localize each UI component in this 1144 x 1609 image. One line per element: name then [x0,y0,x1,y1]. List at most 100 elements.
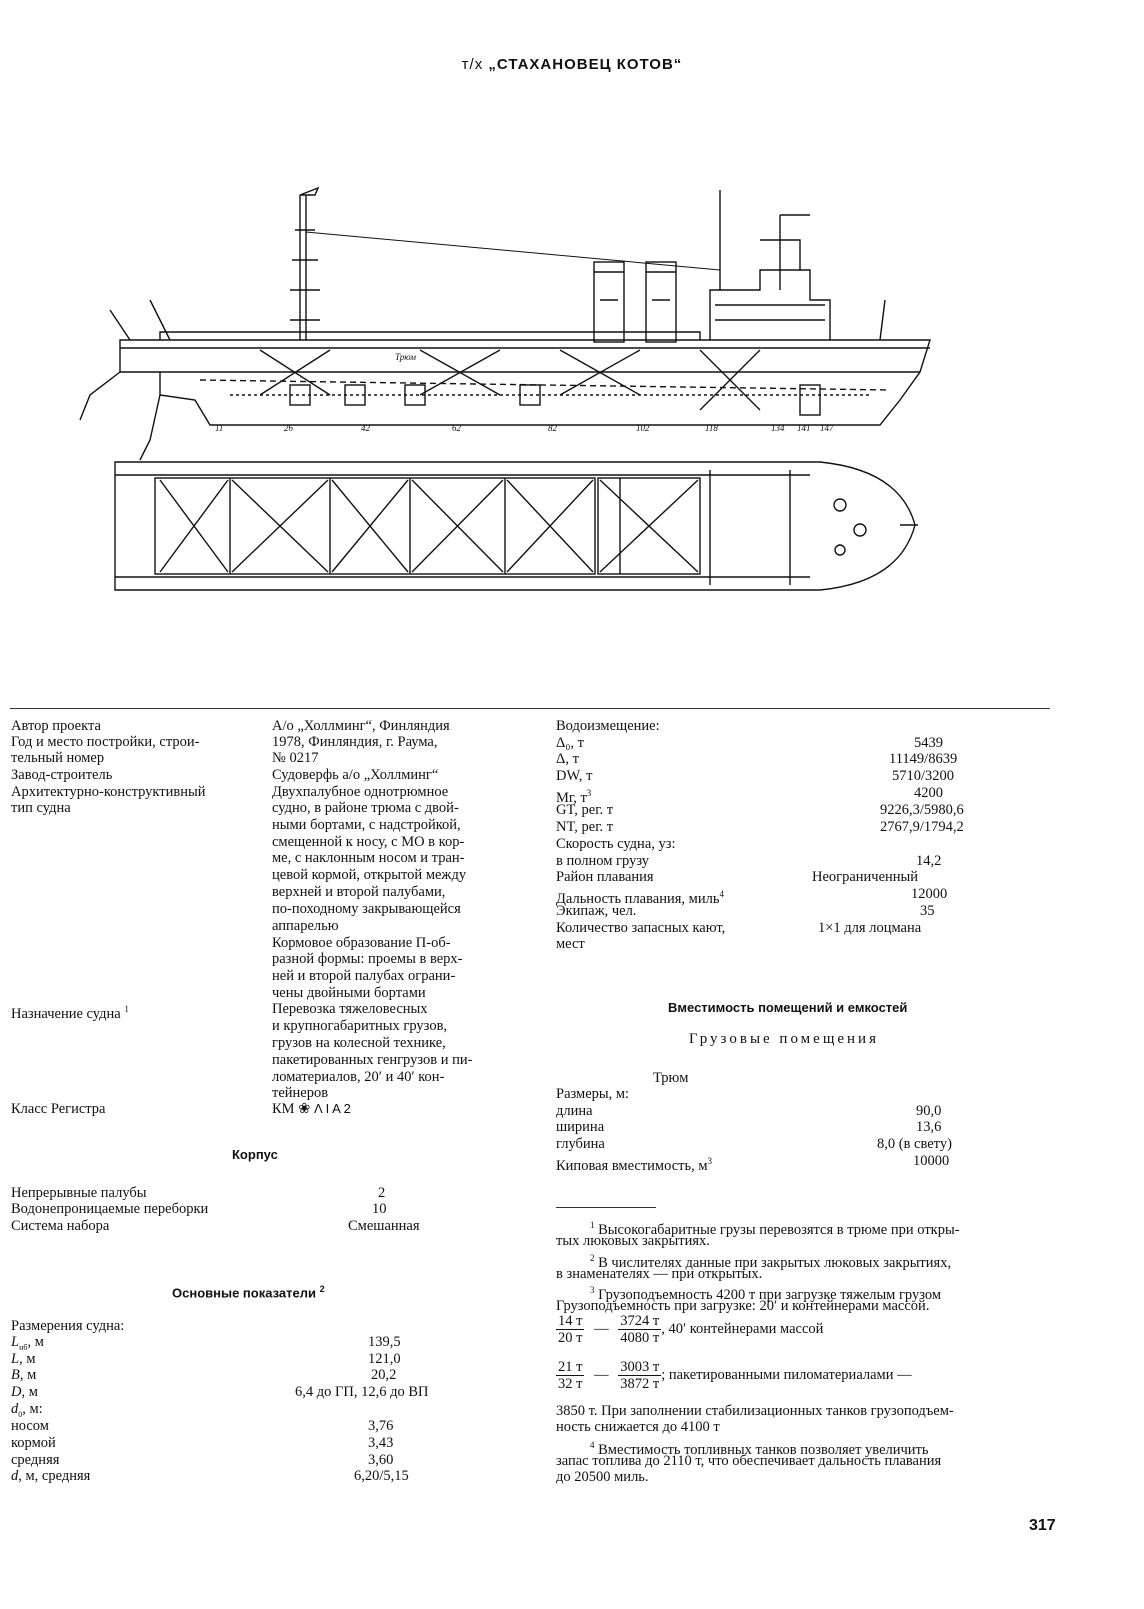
frame-62: 62 [452,423,461,433]
funnel-2 [645,261,677,343]
hold-dims-title: Размеры, м: [556,1086,630,1102]
keel-label: Киповая вместимость, м3 [556,1156,713,1174]
hull-label: Водонепроницаемые переборки [11,1201,209,1217]
footnote-2b: в знаменателях — при открытых. [556,1266,763,1282]
page-title: т/х „СТАХАНОВЕЦ КОТОВ“ [0,56,1144,73]
hull-value: 10 [372,1201,387,1217]
frame-141: 141 [797,423,811,433]
dim-value: 121,0 [368,1351,401,1367]
dim-value: 6,4 до ГП, 12,6 до ВП [295,1384,429,1400]
hold-label: Трюм [395,352,416,362]
disp-title: Водоизмещение: [556,718,660,734]
dim-value: 20,2 [371,1367,397,1383]
footnote-3: 3 Грузоподъемность 4200 т при загрузке т… [590,1285,942,1303]
cabins-label: Количество запасных кают, [556,920,726,936]
type-line: аппарелью [272,918,339,934]
page-number: 317 [1029,1517,1056,1534]
frame-11: 11 [215,423,224,433]
speed-label: в полном грузу [556,853,649,869]
dim-value: 3,43 [368,1435,394,1451]
type-line: ней и второй палубах ограни- [272,968,456,984]
hold-dim-value: 90,0 [916,1103,942,1119]
hold-dim-label: ширина [556,1119,605,1135]
area-label: Район плавания [556,869,654,885]
spec-value: А/о „Холлминг“, Финляндия [272,718,450,734]
hold-dim-value: 13,6 [916,1119,942,1135]
ship-drawing: Трюм [79,186,931,591]
disp-label: GT, рег. т [556,802,614,818]
hold-dim-value: 8,0 (в свету) [877,1136,952,1152]
disp-label: Δ, т [556,751,579,767]
spec-label: тельный номер [11,750,105,766]
frame-42: 42 [361,423,370,433]
spec-value: № 0217 [272,750,319,766]
class-value: КМ ❀ Λ I A 2 [272,1101,351,1117]
cabins-value: 1×1 для лоцмана [818,920,922,936]
hull-value: 2 [378,1185,386,1201]
purpose-label: Назначение судна 1 [11,1004,129,1022]
spec-value: судно, в районе трюма с двой- [272,800,459,816]
type-line: смещенной к носу, с МО в кор- [272,834,465,850]
footnote-1b: тых люковых закрытиях. [556,1233,710,1249]
type-line: верхней и второй палубами, [272,884,446,900]
dim-label: кормой [11,1435,56,1451]
disp-value: 9226,3/5980,6 [880,802,964,818]
footnote-4c: до 20500 миль. [556,1469,649,1485]
register-symbol-icon: ❀ [298,1101,311,1117]
type-line: Кормовое образование П-об- [272,935,451,951]
dim-label: d0, м: [11,1401,43,1419]
cabins-label-2: мест [556,936,585,952]
disp-value: 5439 [914,735,943,751]
type-line: ме, с наклонным носом и тран- [272,850,465,866]
type-line: разной формы: проемы в верх- [272,951,463,967]
section-rule [10,708,1050,709]
spec-label: Автор проекта [11,718,101,734]
dim-label: B, м [11,1367,37,1383]
frame-82: 82 [548,423,557,433]
dim-value: 3,60 [368,1452,394,1468]
disp-label: Mг, т3 [556,788,592,806]
dim-value: 6,20/5,15 [354,1468,409,1484]
spec-value: Двухпалубное однотрюмное [272,784,449,800]
dims-title: Размерения судна: [11,1318,125,1334]
purpose-line: пакетированных генгрузов и пи- [272,1052,473,1068]
funnel-1 [593,261,625,343]
dim-value: 139,5 [368,1334,401,1350]
type-line: цевой кормой, открытой между [272,867,467,883]
frame-26: 26 [284,423,293,433]
main-title: Основные показатели 2 [172,1284,325,1301]
keel-value: 10000 [913,1153,950,1169]
dim-label: носом [11,1418,49,1434]
dim-label: Lнб, м [11,1334,44,1352]
purpose-line: тейнеров [272,1085,329,1101]
hold-title: Трюм [653,1070,689,1086]
footnote-3c: 3850 т. При заполнении стабилизационных … [556,1403,954,1419]
purpose-line: ломатериалов, 20′ и 40′ кон- [272,1069,445,1085]
spec-label: тип судна [11,800,71,816]
hull-title: Корпус [232,1147,278,1162]
purpose-line: Перевозка тяжеловесных [272,1001,428,1017]
disp-value: 5710/3200 [892,768,955,784]
superstructure [709,269,831,340]
footnote-3b: Грузоподъемность при загрузке: 20′ и кон… [556,1298,930,1314]
hull-label: Непрерывные палубы [11,1185,147,1201]
frame-134: 134 [771,423,785,433]
footnote-4b: запас топлива до 2110 т, что обеспечивае… [556,1453,942,1469]
frame-102: 102 [636,423,650,433]
spec-label: Завод-строитель [11,767,113,783]
dim-label: d, м, средняя [11,1468,91,1484]
frame-118: 118 [705,423,718,433]
type-line: по-походному закрывающейся [272,901,461,917]
purpose-line: грузов на колесной технике, [272,1035,446,1051]
hull-profile [119,339,931,426]
spec-value: 1978, Финляндия, г. Раума, [272,734,438,750]
dim-label: средняя [11,1452,60,1468]
disp-label: NT, рег. т [556,819,614,835]
footnote-rule [556,1207,656,1208]
range-value: 12000 [911,886,948,902]
class-label: Класс Регистра [11,1101,106,1117]
hold-dim-label: глубина [556,1136,605,1152]
hull-value: Смешанная [348,1218,420,1234]
ship-name: „СТАХАНОВЕЦ КОТОВ“ [488,56,683,73]
